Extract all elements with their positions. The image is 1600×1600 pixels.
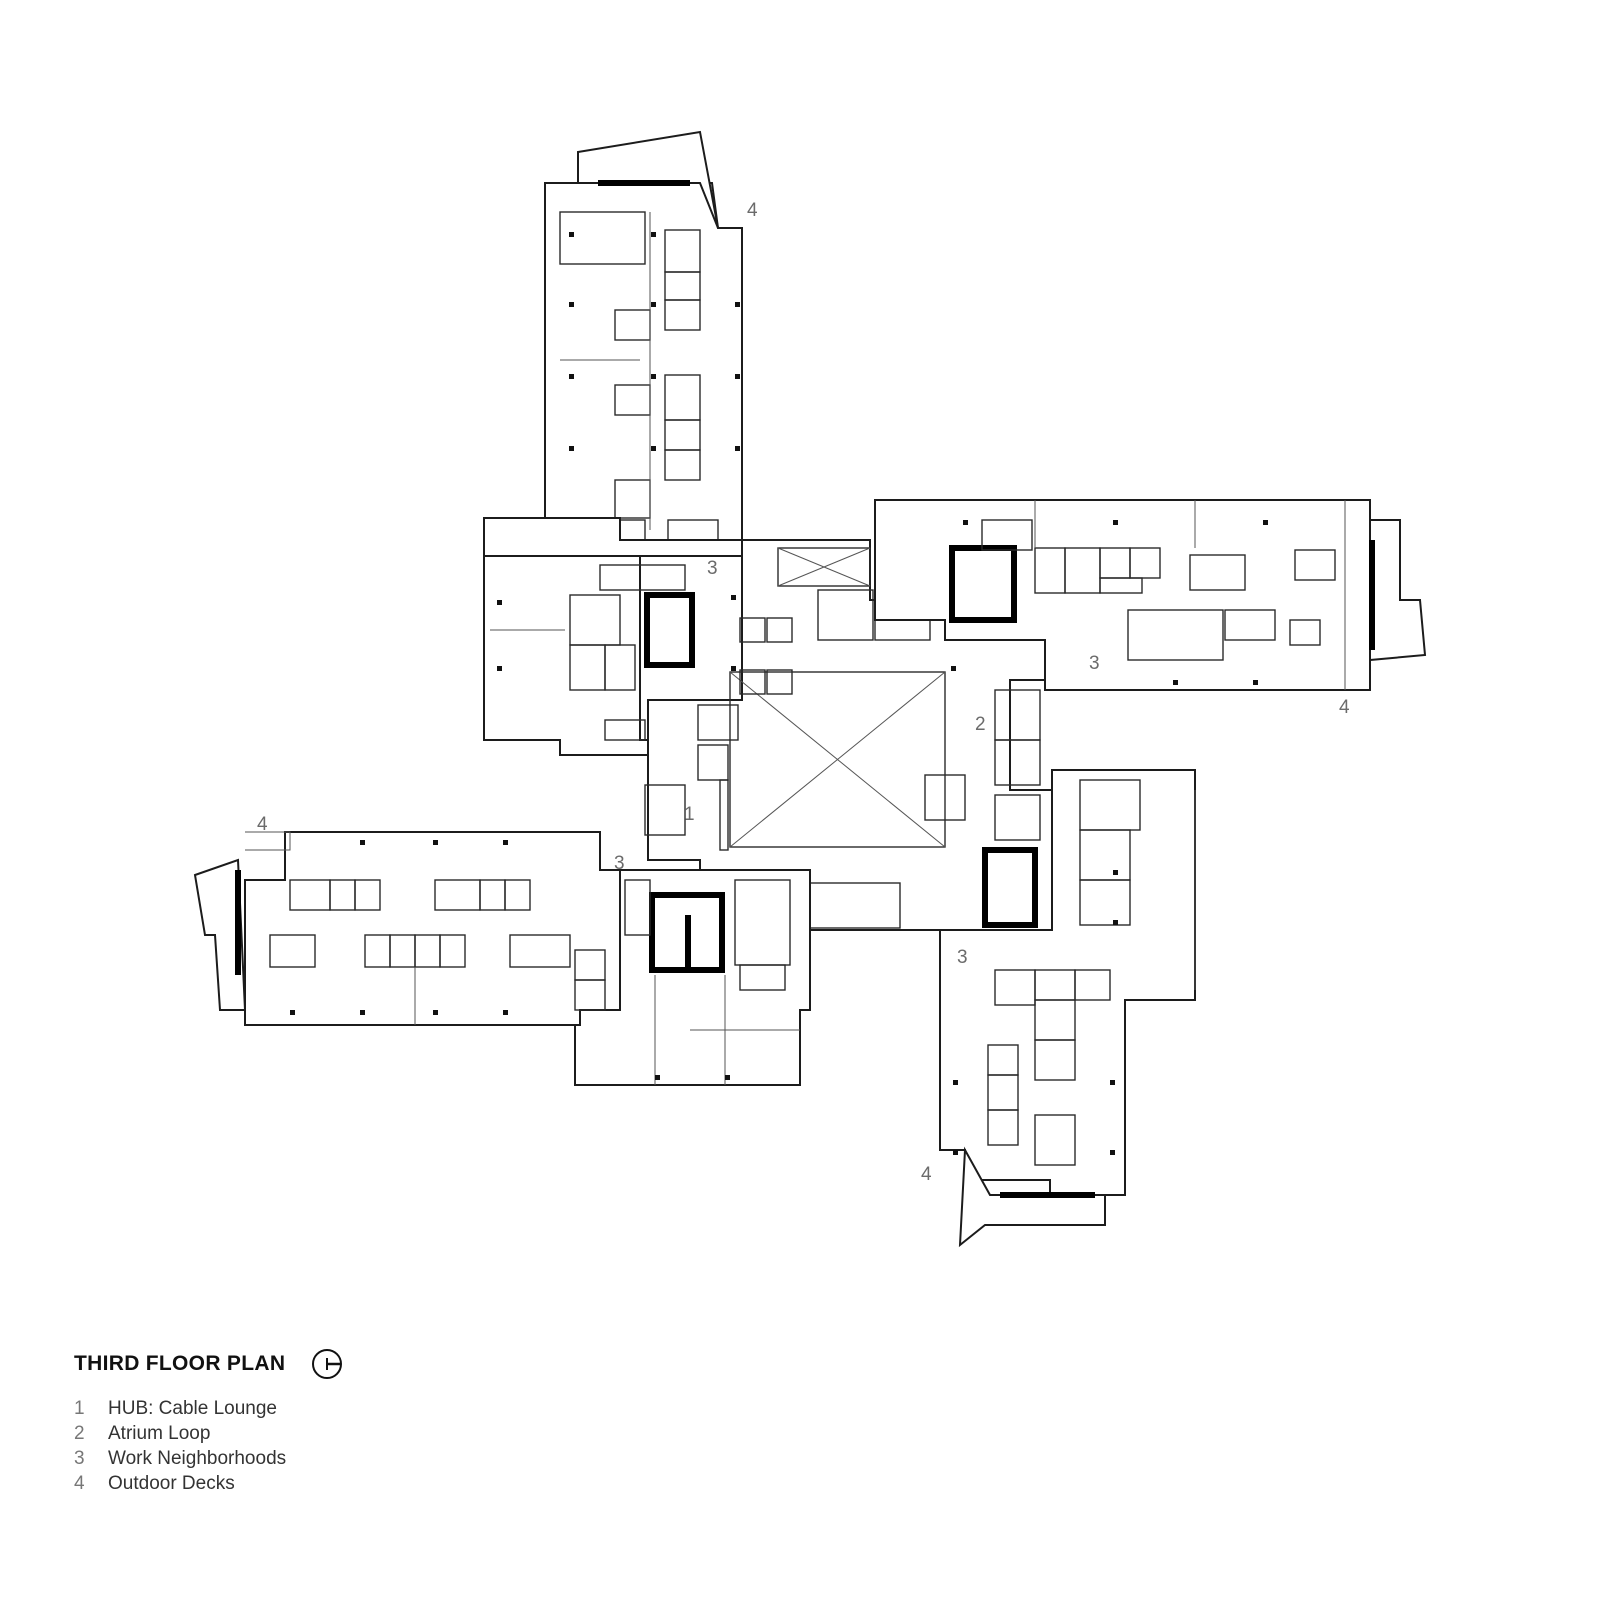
callout-4: 4 <box>257 814 268 835</box>
callout-3: 3 <box>1089 653 1100 674</box>
legend-item: 2 Atrium Loop <box>74 1421 474 1446</box>
callout-3: 3 <box>707 558 718 579</box>
north-wing <box>544 130 743 541</box>
east-deck <box>1369 519 1427 662</box>
callout-4: 4 <box>1339 697 1350 718</box>
east-wing <box>874 499 1427 691</box>
callout-3: 3 <box>614 853 625 874</box>
legend-header: THIRD FLOOR PLAN <box>74 1349 474 1379</box>
legend-label: HUB: Cable Lounge <box>108 1397 277 1419</box>
legend-item: 1 HUB: Cable Lounge <box>74 1396 474 1421</box>
north-arrow-icon <box>312 1349 343 1379</box>
legend-number: 4 <box>74 1472 85 1494</box>
callout-4: 4 <box>747 200 758 221</box>
legend-label: Work Neighborhoods <box>108 1447 287 1469</box>
southeast-wing <box>939 769 1196 1248</box>
west-deck <box>193 858 247 1011</box>
legend-label: Outdoor Decks <box>108 1472 235 1494</box>
callout-3: 3 <box>957 947 968 968</box>
south-block <box>574 869 811 1086</box>
plan-legend: THIRD FLOOR PLAN 1 HUB: Cable Lounge 2 A… <box>74 1349 474 1496</box>
structural-columns <box>290 232 1268 1155</box>
callout-4: 4 <box>921 1164 932 1185</box>
plan-title: THIRD FLOOR PLAN <box>74 1352 286 1375</box>
callout-1: 1 <box>684 804 695 825</box>
atrium-void <box>729 671 946 848</box>
northwest-block <box>483 517 743 756</box>
legend-list: 1 HUB: Cable Lounge 2 Atrium Loop 3 Work… <box>74 1396 474 1496</box>
legend-number: 1 <box>74 1397 85 1419</box>
legend-item: 4 Outdoor Decks <box>74 1471 474 1496</box>
legend-number: 3 <box>74 1447 85 1469</box>
west-wing <box>193 831 621 1026</box>
legend-number: 2 <box>74 1422 85 1444</box>
legend-item: 3 Work Neighborhoods <box>74 1446 474 1471</box>
callout-2: 2 <box>975 714 986 735</box>
legend-label: Atrium Loop <box>108 1422 211 1444</box>
